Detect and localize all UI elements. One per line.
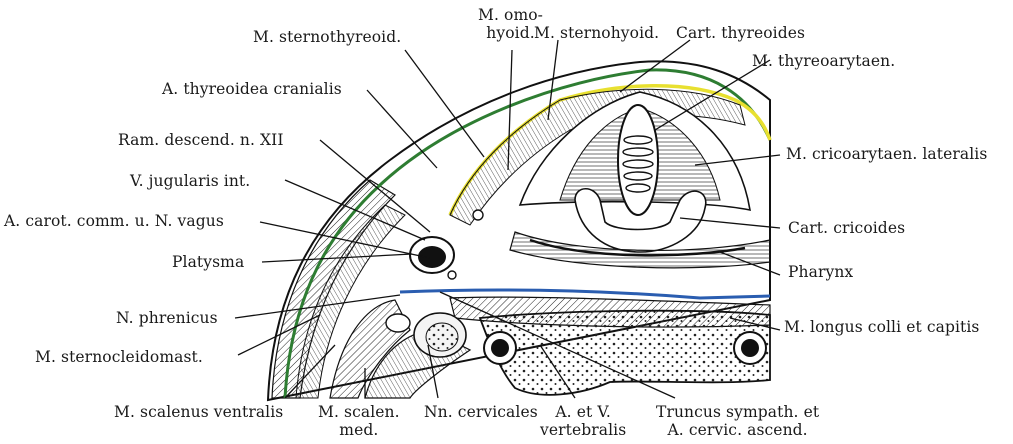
label-m-longus-colli: M. longus colli et capitis (784, 318, 979, 336)
label-m-thyreoarytaen: M. thyreoarytaen. (752, 52, 895, 70)
label-cart-thyreoides: Cart. thyreoides (676, 24, 805, 42)
label-m-sternohyoid: M. sternohyoid. (534, 24, 659, 42)
label-cart-cricoides: Cart. cricoides (788, 219, 905, 237)
label-a-v-vertebralis: A. et V. vertebralis (540, 403, 626, 439)
label-a-carot-comm: A. carot. comm. u. N. vagus (4, 212, 224, 230)
label-v-jugularis-int: V. jugularis int. (130, 172, 250, 190)
vagus-nerve (448, 271, 456, 279)
label-m-cricoarytaen-lateralis: M. cricoarytaen. lateralis (786, 145, 987, 163)
label-pharynx: Pharynx (788, 263, 853, 281)
label-nn-cervicales: Nn. cervicales (424, 403, 538, 421)
label-n-phrenicus: N. phrenicus (116, 309, 218, 327)
phrenic-nerve (386, 314, 410, 332)
label-truncus-sympath: Truncus sympath. et A. cervic. ascend. (656, 403, 819, 439)
label-m-scalenus-ventralis: M. scalenus ventralis (114, 403, 283, 421)
label-a-thyreoidea-cranialis: A. thyreoidea cranialis (162, 80, 342, 98)
label-ram-descend: Ram. descend. n. XII (118, 131, 284, 149)
label-m-sternocleidomast: M. sternocleidomast. (35, 348, 203, 366)
label-platysma: Platysma (172, 253, 244, 271)
label-m-sternothyreoid: M. sternothyreoid. (253, 28, 401, 46)
vertebral-body (480, 311, 770, 395)
thyroid-artery (473, 210, 483, 220)
label-m-scalen-med: M. scalen. med. (318, 403, 400, 439)
